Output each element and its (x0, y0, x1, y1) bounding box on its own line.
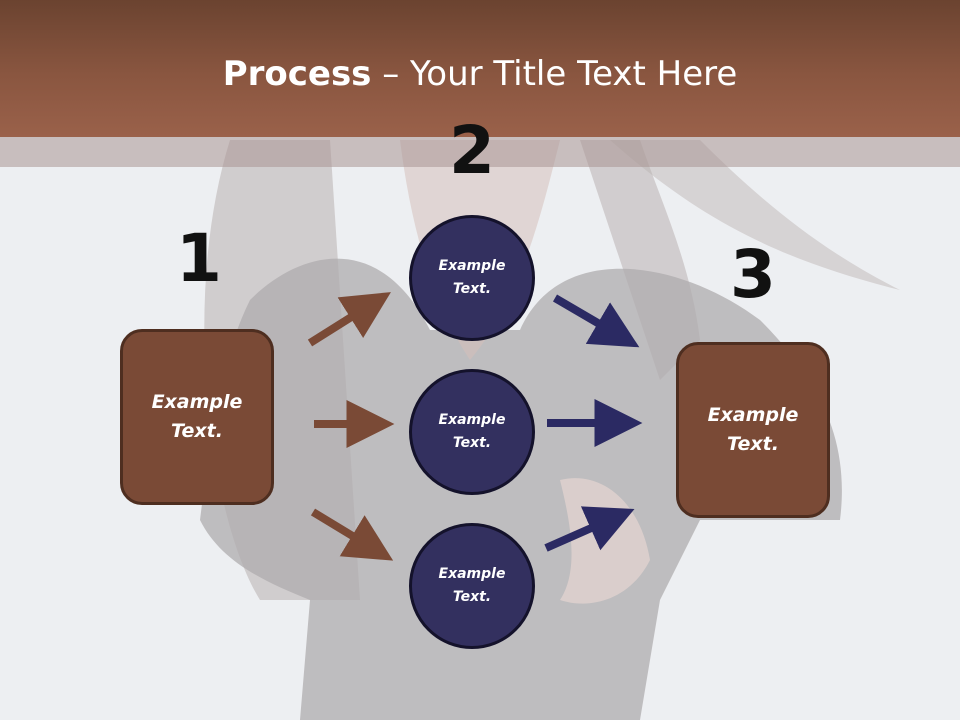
arrow-1-to-2-bottom (310, 508, 394, 561)
arrow-2-bottom-to-3 (544, 506, 635, 552)
step-3-number: 3 (730, 236, 776, 313)
arrow-2-top-to-3 (552, 294, 640, 348)
arrow-1-to-2-top (307, 292, 391, 347)
step-2-circle-middle: Example Text. (409, 369, 535, 495)
step-1-box: Example Text. (120, 329, 274, 505)
circle-top-line1: Example (438, 258, 506, 274)
circle-middle-line2: Text. (452, 435, 492, 451)
step-3-box-line2: Text. (727, 433, 779, 455)
slide-title-rest: – Your Title Text Here (371, 54, 738, 94)
circle-bottom-line1: Example (438, 566, 506, 582)
step-3-box-line1: Example (707, 404, 799, 426)
slide-title: Process – Your Title Text Here (0, 52, 960, 96)
step-2-circle-top: Example Text. (409, 215, 535, 341)
step-3-box: Example Text. (676, 342, 830, 518)
header-strip (0, 137, 960, 167)
step-1-box-line2: Text. (171, 420, 223, 442)
step-1-number: 1 (176, 220, 222, 297)
slide-title-bold: Process (222, 54, 372, 94)
header-band (0, 0, 960, 137)
step-2-number: 2 (449, 112, 495, 189)
step-2-circle-bottom: Example Text. (409, 523, 535, 649)
circle-bottom-line2: Text. (452, 589, 492, 605)
step-1-box-line1: Example (151, 391, 243, 413)
circle-top-line2: Text. (452, 281, 492, 297)
circle-middle-line1: Example (438, 412, 506, 428)
